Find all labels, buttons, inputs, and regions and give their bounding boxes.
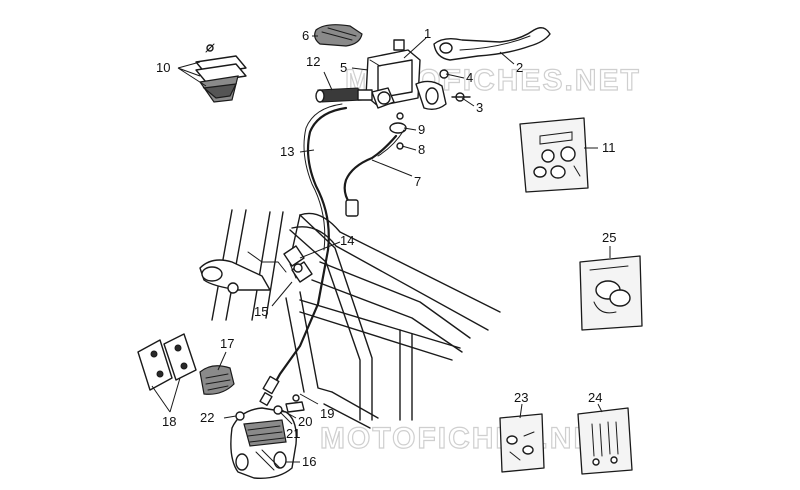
master-cylinder-assembly	[315, 39, 471, 134]
callout-1: 1	[424, 26, 431, 41]
callout-9: 9	[418, 122, 425, 137]
callout-16: 16	[302, 454, 316, 469]
callout-8: 8	[418, 142, 425, 157]
part-13-brake-hose	[259, 103, 348, 407]
callout-19: 19	[320, 406, 334, 421]
callout-7: 7	[414, 174, 421, 189]
leader-lines	[151, 35, 611, 463]
part-18-pad-plates	[137, 333, 197, 391]
callout-17: 17	[220, 336, 234, 351]
part-10-pad-set	[195, 43, 247, 103]
callout-21: 21	[286, 426, 300, 441]
callout-3: 3	[476, 100, 483, 115]
callout-11: 11	[602, 140, 616, 155]
part-11-repair-kit-bag	[519, 117, 589, 193]
callout-2: 2	[516, 60, 523, 75]
callout-6: 6	[302, 28, 309, 43]
part-14-15-hose-guide	[283, 245, 313, 283]
callout-4: 4	[466, 70, 473, 85]
part-2-brake-lever	[433, 27, 551, 61]
callout-15: 15	[254, 304, 268, 319]
callout-10: 10	[156, 60, 170, 75]
callout-24: 24	[588, 390, 602, 405]
callout-12: 12	[306, 54, 320, 69]
part-7-brake-light-switch	[343, 129, 405, 217]
callout-labels: 1 2 3 4 5 6 7 8 9 10 11 12 13 14 15 16 1…	[156, 26, 616, 469]
callout-25: 25	[602, 230, 616, 245]
callout-18: 18	[162, 414, 176, 429]
callout-13: 13	[280, 144, 294, 159]
part-6-reservoir-cap	[314, 24, 363, 47]
watermark-bottom: MOTOFICHES.NET	[320, 422, 616, 455]
callout-14: 14	[340, 233, 354, 248]
part-24-kit-bag	[577, 407, 633, 475]
callout-22: 22	[200, 410, 214, 425]
frame-tubes	[199, 209, 501, 429]
part-16-brake-caliper	[230, 407, 297, 479]
callout-5: 5	[340, 60, 347, 75]
part-17-brake-pads	[199, 365, 235, 395]
callout-23: 23	[514, 390, 528, 405]
part-23-kit-bag	[499, 413, 545, 473]
parts-19-22-hardware	[235, 394, 305, 421]
part-25-repair-kit-bag	[579, 255, 643, 331]
callout-20: 20	[298, 414, 312, 429]
